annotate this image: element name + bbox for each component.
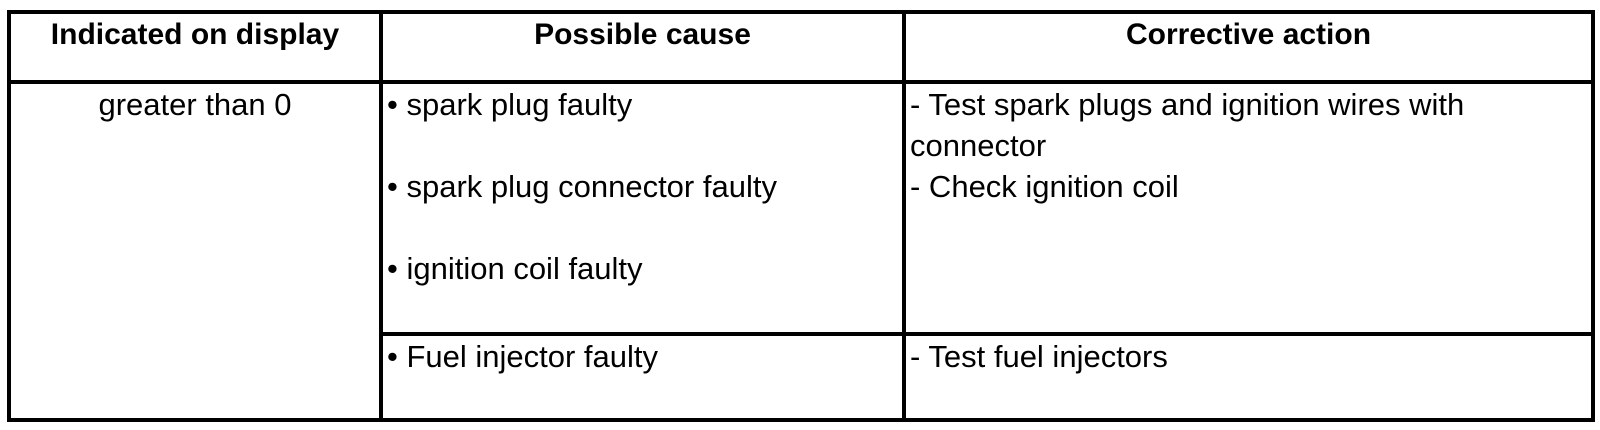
- cause-item: • spark plug faulty: [387, 87, 633, 122]
- indicated-on-display-cell: greater than 0: [7, 80, 383, 422]
- possible-cause-cell: • spark plug faulty • spark plug connect…: [379, 80, 906, 336]
- cause-item: • ignition coil faulty: [387, 251, 643, 286]
- header-row: Indicated on display Possible cause Corr…: [7, 10, 1595, 84]
- corrective-action-cell: - Test spark plugs and ignition wires wi…: [902, 80, 1595, 336]
- diagnostic-table: Indicated on display Possible cause Corr…: [7, 10, 1595, 422]
- possible-cause-cell: • Fuel injector faulty: [379, 332, 906, 422]
- corrective-action-cell: - Test fuel injectors: [902, 332, 1595, 422]
- action-item: - Test fuel injectors: [910, 339, 1168, 374]
- column-header-possible-cause: Possible cause: [379, 10, 906, 84]
- table-row-group-2: • Fuel injector faulty - Test fuel injec…: [9, 332, 1595, 422]
- cause-item: • spark plug connector faulty: [387, 169, 777, 204]
- column-header-indicated-on-display: Indicated on display: [7, 10, 383, 84]
- indicated-value: greater than 0: [98, 87, 292, 122]
- table-row-group-1: greater than 0 • spark plug faulty • spa…: [7, 80, 1595, 422]
- cause-item: • Fuel injector faulty: [387, 339, 659, 374]
- column-header-corrective-action: Corrective action: [902, 10, 1595, 84]
- action-item: - Test spark plugs and ignition wires wi…: [910, 87, 1465, 163]
- action-item: - Check ignition coil: [910, 169, 1179, 204]
